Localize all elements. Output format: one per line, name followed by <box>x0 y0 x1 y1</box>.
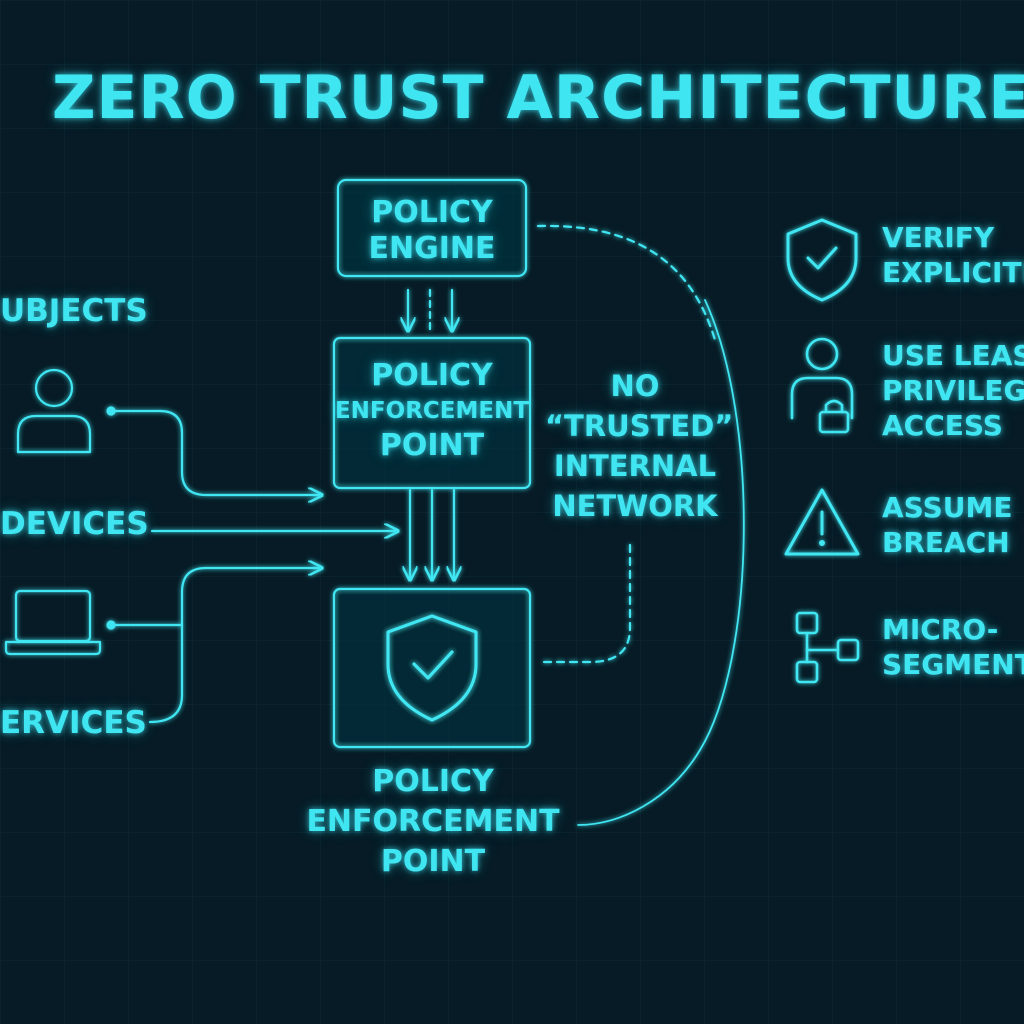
user-icon <box>16 368 92 454</box>
policy-engine-box[interactable] <box>336 178 528 278</box>
principle-microsegmentation-line1: MICRO- <box>882 613 999 646</box>
page-title: ZERO TRUST ARCHITECTURE <box>52 63 1024 133</box>
pep-shield-icon <box>386 614 478 722</box>
pep-bottom-label: POLICY ENFORCEMENT POINT <box>300 762 566 882</box>
policy-engine-line1: POLICY <box>371 195 493 230</box>
network-note-line4: NETWORK <box>552 489 718 523</box>
services-connector <box>148 568 322 724</box>
engine-dashed-curve <box>536 224 717 342</box>
principle-assume-breach: ASSUME BREACH <box>882 490 1012 560</box>
principle-microsegmentation-line2: SEGMENTA <box>882 648 1024 681</box>
network-note-line2: “TRUSTED” <box>545 409 734 443</box>
devices-label: DEVICES <box>0 506 149 542</box>
policy-engine-label: POLICY ENGINE <box>338 195 526 267</box>
network-segment-icon <box>795 611 860 684</box>
principle-verify: VERIFY EXPLICITL <box>882 220 1024 290</box>
principle-verify-line1: VERIFY <box>882 221 995 254</box>
laptop-icon <box>4 589 102 656</box>
network-note-line3: INTERNAL <box>553 449 717 483</box>
verify-shield-icon <box>786 218 858 302</box>
principle-least-privilege: USE LEAS PRIVILEGI ACCESS <box>882 338 1024 443</box>
network-dashed-link <box>538 543 632 664</box>
principle-least-privilege-line2: PRIVILEGI <box>882 374 1024 407</box>
pep-top-line3: POINT <box>379 428 485 463</box>
pep-top-label: POLICY ENFORCEMENT POINT <box>334 358 530 464</box>
principle-assume-breach-line1: ASSUME <box>882 491 1013 524</box>
services-label: ERVICES <box>0 705 147 741</box>
principle-assume-breach-line2: BREACH <box>882 526 1010 559</box>
pep-top-line2: ENFORCEMENT <box>334 398 530 424</box>
network-note-line1: NO <box>610 369 660 403</box>
pep-bottom-line3: POINT <box>380 844 486 879</box>
principle-microsegmentation: MICRO- SEGMENTA <box>882 612 1024 682</box>
pep-top-line1: POLICY <box>371 358 493 393</box>
subjects-connector <box>109 409 322 495</box>
pep-bottom-line1: POLICY <box>372 764 494 799</box>
principle-least-privilege-line3: ACCESS <box>882 409 1003 442</box>
subjects-label: UBJECTS <box>0 293 148 329</box>
principle-verify-line2: EXPLICITL <box>882 256 1024 289</box>
principle-least-privilege-line1: USE LEAS <box>882 339 1024 372</box>
zone-boundary-curve <box>577 299 745 826</box>
pep-bottom-box[interactable] <box>332 587 532 749</box>
network-note: NO “TRUSTED” INTERNAL NETWORK <box>545 366 734 526</box>
warning-icon <box>784 488 860 556</box>
policy-engine-line2: ENGINE <box>368 231 496 266</box>
pep-bottom-line2: ENFORCEMENT <box>306 804 560 839</box>
pep-top-box[interactable] <box>332 336 532 490</box>
user-lock-icon <box>790 337 854 434</box>
